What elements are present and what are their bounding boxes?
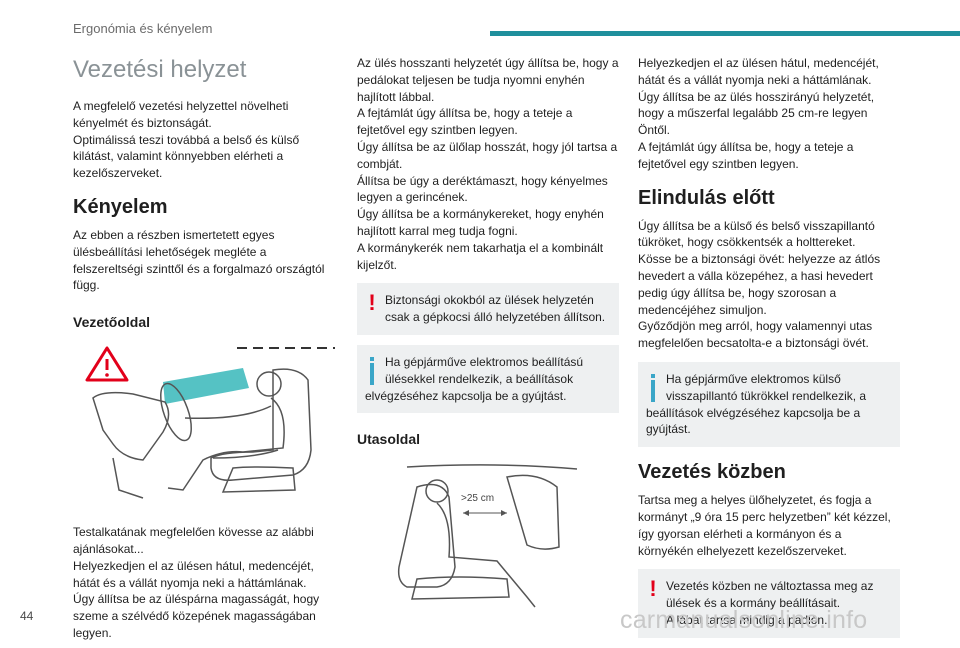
driver-seat-illustration [73,340,335,512]
passenger-seat-illustration: >25 cm [357,457,619,627]
comfort-text: Az ebben a részben ismertetett egyes ülé… [73,227,325,293]
header-section-title: Ergonómia és kényelem [73,21,213,36]
column-3: Helyezkedjen el az ülésen hátul, medencé… [638,55,900,648]
info-icon [365,355,379,385]
watermark: carmanualsonline.info [620,606,868,634]
heading-driver-side: Vezetőoldal [73,314,151,331]
info-mirrors-text: Ha gépjárműve elektromos külső visszapil… [646,371,867,437]
heading-while-driving: Vezetés közben [638,461,786,484]
while-driving-text: Tartsa meg a helyes ülőhelyzetet, és fog… [638,493,891,558]
header-accent-bar [490,31,960,36]
driver-seat-svg [85,346,335,499]
before-start-text: Úgy állítsa be a külső és belső visszapi… [638,218,881,351]
warning-driving-text: Vezetés közben ne változtassa meg az ülé… [666,579,874,627]
column-1: Vezetési helyzet A megfelelő vezetési he… [73,50,335,642]
info-text: Ha gépjárműve elektromos beállítású ülés… [365,354,584,403]
position-text: Helyezkedjen el az ülésen hátul, medencé… [638,56,879,171]
passenger-seat-svg: >25 cm [397,464,578,608]
intro-text: A megfelelő vezetési helyzettel növelhet… [73,99,300,181]
info-icon [646,372,660,402]
heading-before-start: Elindulás előtt [638,186,775,209]
info-box-mirrors: Ha gépjárműve elektromos külső visszapil… [638,361,900,448]
page-number: 44 [20,609,34,623]
heading-comfort: Kényelem [73,195,168,218]
seat-adjust-text: Az ülés hosszanti helyzetét úgy állítsa … [357,56,619,272]
heading-passenger-side: Utasoldal [357,431,421,448]
column-2: Az ülés hosszanti helyzetét úgy állítsa … [357,55,619,627]
warning-box-driving: ! Vezetés közben ne változtassa meg az ü… [638,569,900,638]
page-title: Vezetési helyzet [73,56,247,83]
warning-icon: ! [368,290,376,316]
info-box-electric-seats: Ha gépjárműve elektromos beállítású ülés… [357,344,619,414]
distance-label: >25 cm [461,493,494,504]
warning-icon: ! [649,576,657,602]
driver-text: Testalkatának megfelelően kövesse az alá… [73,525,320,640]
warning-text: Biztonsági okokból az ülések helyzetén c… [385,293,606,325]
warning-box-seat: ! Biztonsági okokból az ülések helyzetén… [357,283,619,335]
